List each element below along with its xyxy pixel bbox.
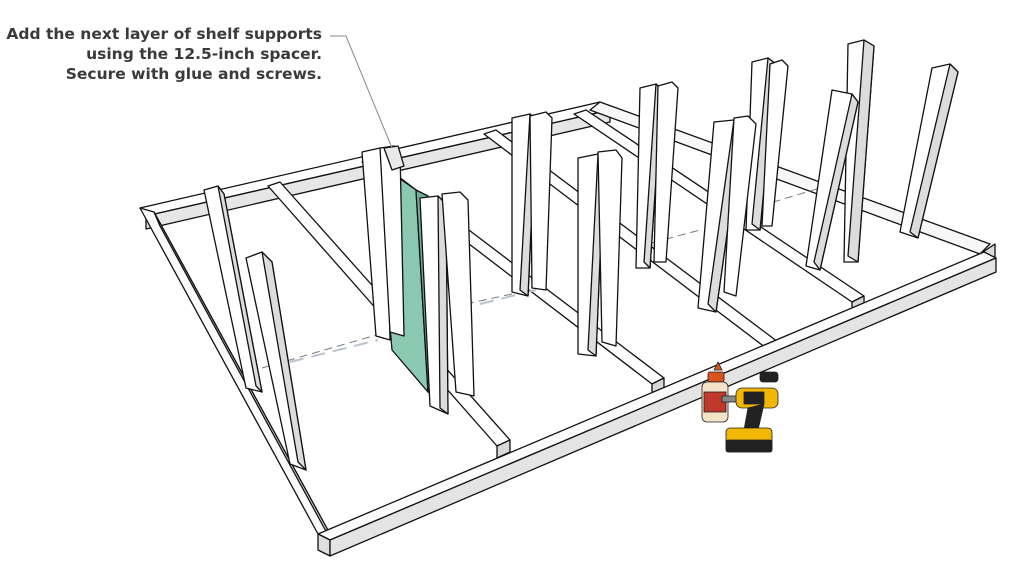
shelf-support [245, 251, 307, 471]
shelf-support [511, 111, 553, 297]
front-rail-side [329, 257, 997, 557]
shelf-support [805, 89, 859, 271]
shelf-support [843, 39, 875, 263]
shelf-support [203, 185, 263, 393]
shelf-support [899, 63, 959, 239]
callout-line: Secure with glue and screws. [65, 65, 322, 83]
shelf-support [577, 149, 623, 357]
callout-line: Add the next layer of shelf supports [6, 25, 322, 43]
shelf-support [419, 191, 475, 415]
callout-text: Add the next layer of shelf supports usi… [0, 24, 322, 84]
cordless-drill-icon [721, 371, 779, 453]
shelf-support [635, 81, 679, 269]
shelf-support [697, 115, 757, 313]
callout-line: using the 12.5-inch spacer. [86, 45, 322, 63]
shelf-support [361, 145, 405, 341]
callout-leader [330, 35, 393, 149]
